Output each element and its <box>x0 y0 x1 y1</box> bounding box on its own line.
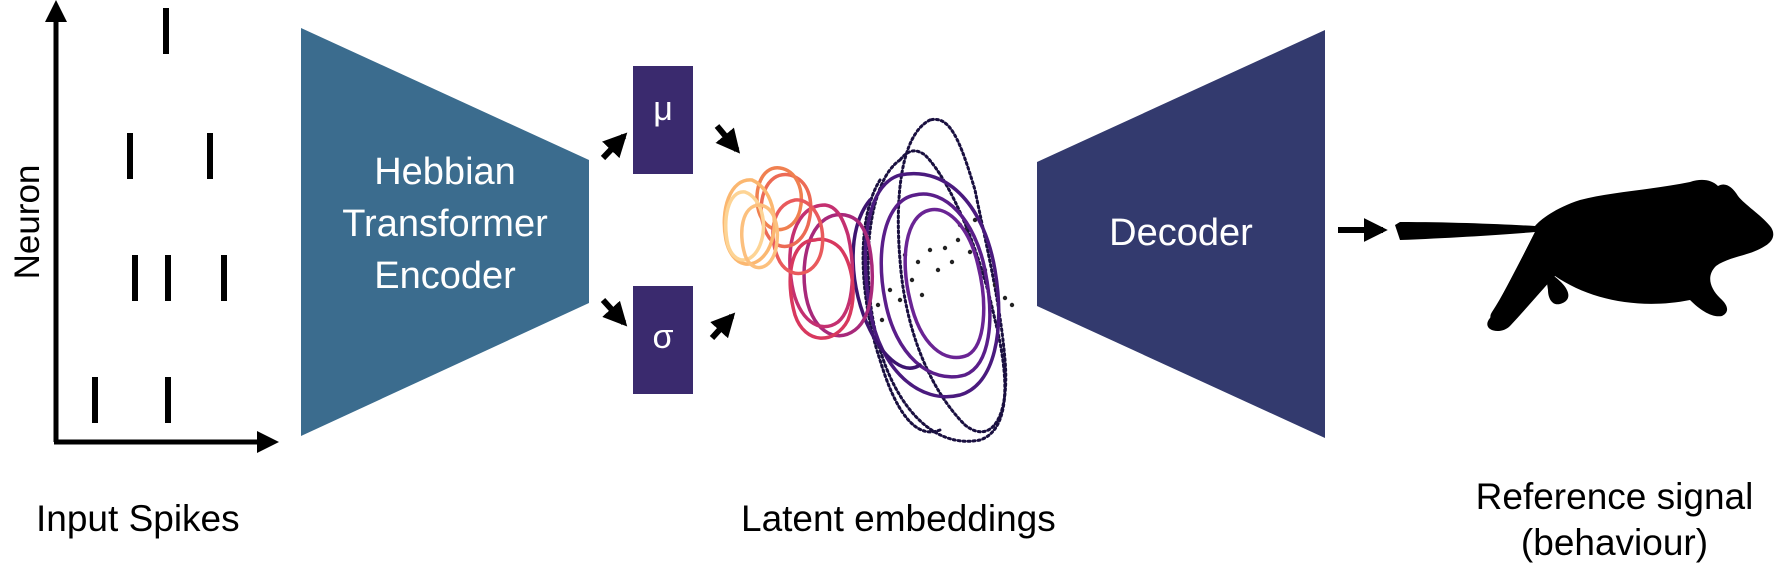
encoder-line3: Encoder <box>374 255 516 297</box>
decoder-label: Decoder <box>1109 212 1253 254</box>
arrow-icon <box>600 132 628 161</box>
caption-latent-embeddings: Latent embeddings <box>741 498 1056 539</box>
mu-label: μ <box>653 90 673 128</box>
caption-input-spikes: Input Spikes <box>36 498 240 539</box>
caption-reference-signal: Reference signal (behaviour) <box>1440 474 1789 566</box>
y-axis-arrowhead <box>45 0 67 22</box>
arrow-icon <box>709 312 736 341</box>
caption-reference-line2: (behaviour) <box>1520 522 1709 563</box>
caption-reference-line1: Reference signal <box>1475 476 1754 517</box>
arrow-icon <box>600 297 628 327</box>
mu-box <box>633 66 693 174</box>
mouse-icon <box>1395 179 1774 332</box>
encoder-label: Hebbian Transformer Encoder <box>301 146 589 302</box>
x-axis-arrowhead <box>257 431 279 453</box>
spike-raster <box>92 8 227 423</box>
encoder-block <box>301 28 589 436</box>
sigma-label: σ <box>652 318 674 356</box>
encoder-line2: Transformer <box>342 203 548 245</box>
arrow-icon <box>714 124 741 154</box>
y-axis-label: Neuron <box>8 164 47 280</box>
encoder-line1: Hebbian <box>374 151 516 193</box>
raster-axes <box>45 0 279 453</box>
latent-embedding-trajectories <box>722 117 1015 443</box>
sigma-box <box>633 286 693 394</box>
decoder-block <box>1037 30 1325 438</box>
